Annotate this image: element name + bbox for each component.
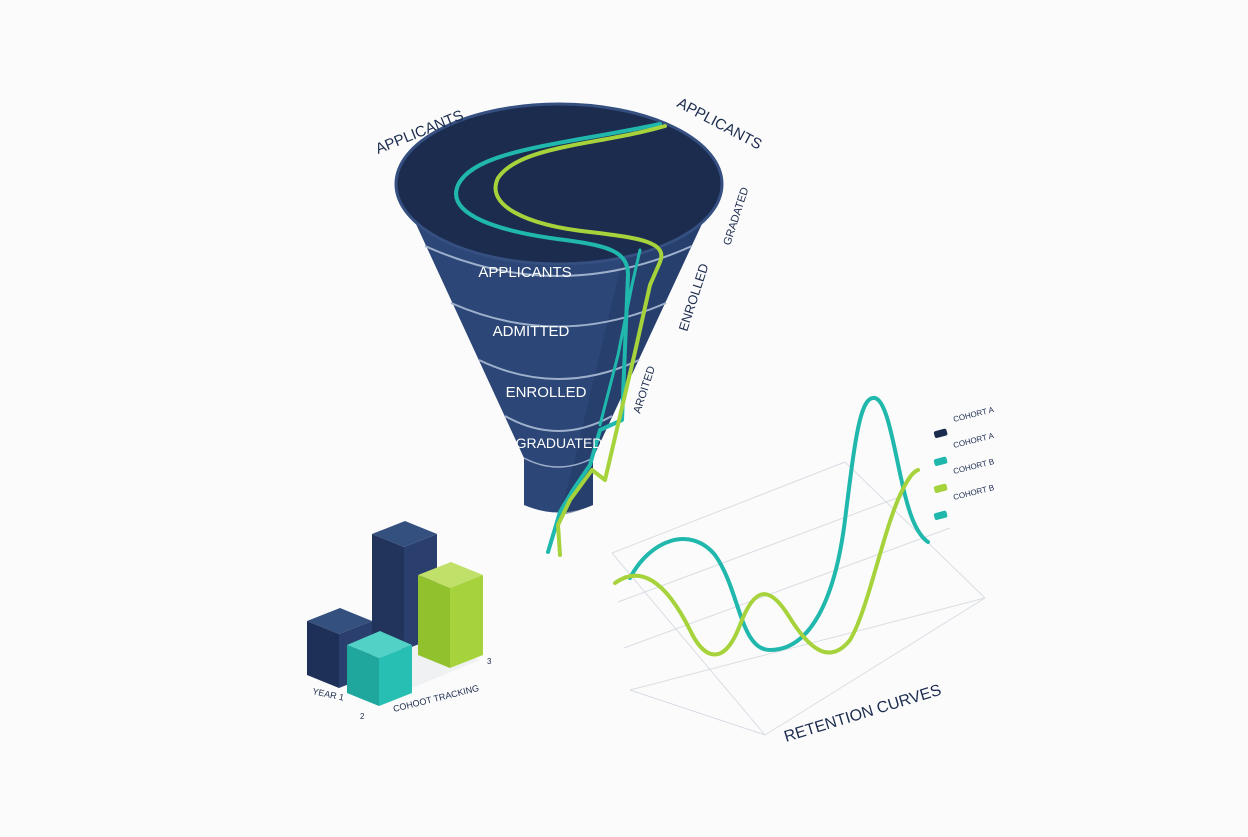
flow-line-lime: [493, 124, 667, 557]
funnel-ring-3: [478, 359, 640, 380]
retention-curve-teal: [628, 395, 930, 653]
funnel-stage-label: ADMITTED: [493, 323, 570, 340]
flow-line-teal: [454, 122, 662, 554]
bar-lime-right: [450, 575, 483, 668]
legend-label: COHORT A: [952, 431, 995, 450]
bar-axis-label: 2: [360, 712, 365, 721]
bar-lime-top: [418, 562, 483, 588]
bar-navy-short-left: [307, 621, 339, 688]
bar-teal-left: [347, 645, 379, 706]
bar-axis-label: 3: [487, 657, 492, 666]
flow-line-teal-thin: [598, 248, 642, 427]
bar-lime-left: [418, 575, 450, 668]
cohort-bars: YEAR 1 2 COHOOT TRACKING 3: [307, 521, 492, 721]
bar-navy-short-top: [307, 608, 372, 634]
bar-navy-tall-top: [372, 521, 437, 547]
legend-swatch: [933, 510, 948, 520]
legend-swatch: [933, 456, 948, 466]
funnel-ring-5: [523, 457, 594, 468]
funnel-side-label: AROITED: [631, 365, 658, 415]
retention-grid: [611, 461, 986, 736]
funnel-stage-label: APPLICANTS: [478, 264, 571, 281]
retention-title: RETENTION CURVES: [782, 682, 943, 746]
legend-label: COHORT A: [952, 405, 995, 424]
legend-label: COHORT B: [952, 483, 995, 502]
retention-curve-lime: [613, 468, 920, 657]
legend-swatch: [933, 483, 948, 493]
retention-chart: COHORT A COHORT A COHORT B COHORT B RETE…: [611, 395, 995, 746]
funnel-ring-2: [450, 302, 667, 328]
funnel-top: [394, 102, 724, 266]
funnel-stage-label: GRADUATED: [516, 435, 603, 451]
funnel-side-label: GRADATED: [721, 186, 751, 247]
legend-label: COHORT B: [952, 457, 995, 476]
legend-swatch: [933, 428, 948, 438]
bar-teal-top: [347, 631, 412, 658]
bar-teal-right: [379, 645, 412, 706]
bar-navy-tall-left: [372, 534, 404, 650]
funnel-side-label: ENROLLED: [676, 262, 712, 333]
funnel-stage-label: ENROLLED: [506, 384, 587, 401]
bar-axis-label: YEAR 1: [312, 686, 345, 702]
funnel: APPLICANTS ADMITTED ENROLLED GRADUATED A…: [373, 95, 765, 557]
retention-legend: COHORT A COHORT A COHORT B COHORT B: [933, 405, 995, 520]
funnel-ring-1: [424, 245, 693, 277]
